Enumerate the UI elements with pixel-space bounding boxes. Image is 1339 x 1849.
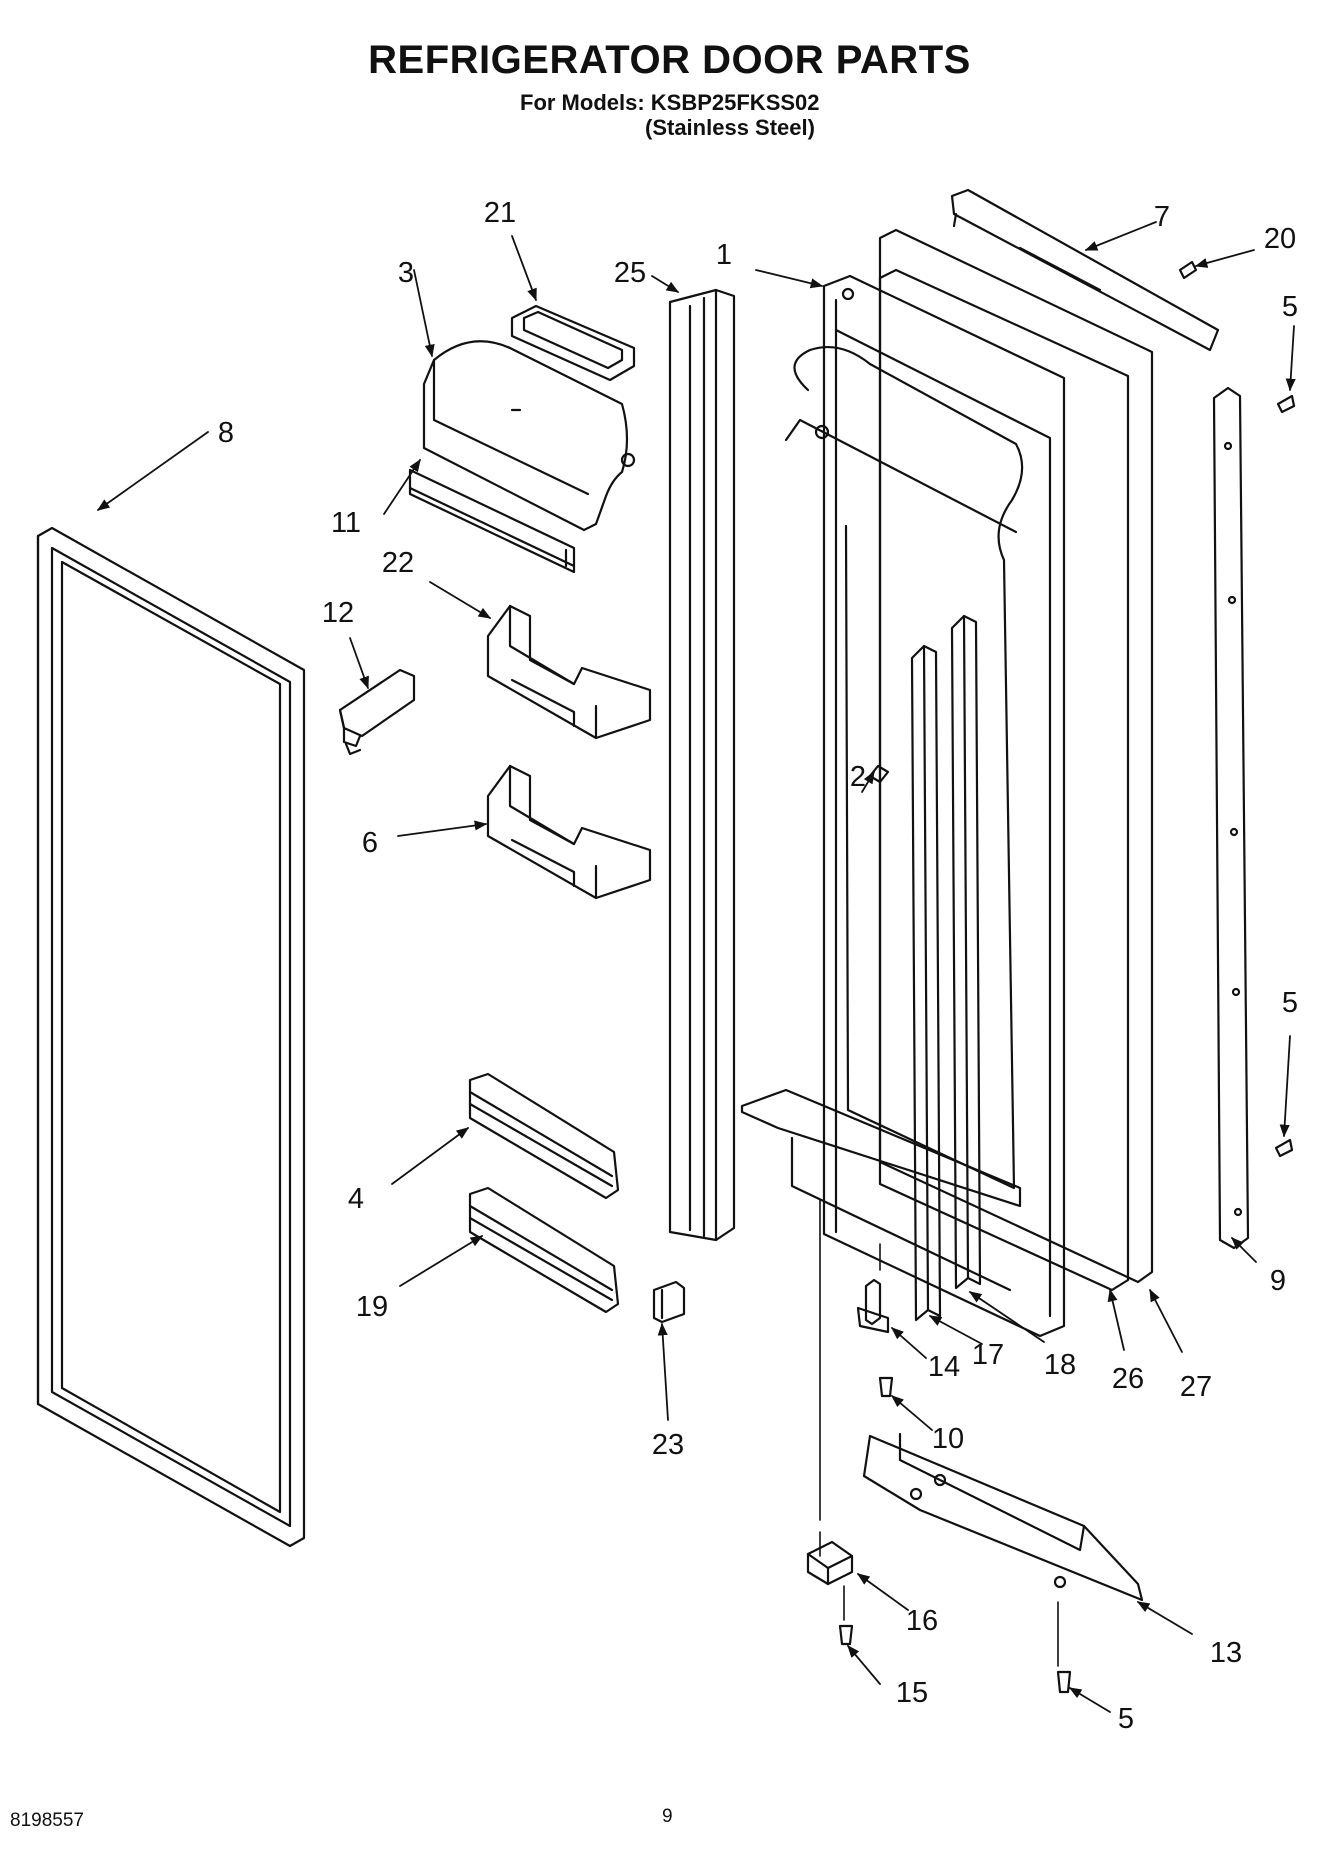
callout-9: 9 (1270, 1265, 1286, 1297)
part-top-trim (950, 188, 1220, 352)
callout-22: 22 (382, 547, 414, 579)
callout-15: 15 (896, 1677, 928, 1709)
part-hinge-pin (856, 1278, 890, 1334)
callout-25: 25 (614, 257, 646, 289)
part-screws (838, 260, 1296, 1694)
model-finish: (Stainless Steel) (645, 115, 815, 140)
model-info: For Models: KSBP25FKSS02 (Stainless Stee… (520, 90, 820, 140)
part-vertical-rail-right (950, 614, 982, 1290)
callout-14: 14 (928, 1351, 960, 1383)
leader-lines (96, 221, 1296, 1713)
callout-4: 4 (348, 1183, 364, 1215)
callout-20: 20 (1264, 223, 1296, 255)
part-door-frame-inner (878, 268, 1130, 1292)
part-small-bracket (652, 1280, 686, 1324)
part-number: 8198557 (10, 1810, 84, 1831)
callout-16: 16 (906, 1605, 938, 1637)
page-title: REFRIGERATOR DOOR PARTS (368, 38, 971, 82)
part-shelf-rail-lower (468, 1186, 620, 1314)
callout-26: 26 (1112, 1363, 1144, 1395)
part-handle-trim (1212, 386, 1250, 1250)
part-trim-strip (408, 468, 576, 574)
callout-13: 13 (1210, 1637, 1242, 1669)
part-tray (510, 304, 636, 382)
part-door-liner (740, 274, 1066, 1338)
callout-5: 5 (1282, 987, 1298, 1019)
callout-21: 21 (484, 197, 516, 229)
page-number: 9 (662, 1806, 673, 1827)
callout-8: 8 (218, 417, 234, 449)
part-door-gasket (36, 526, 306, 1548)
part-vertical-rail-left (910, 644, 942, 1322)
callout-27: 27 (1180, 1371, 1212, 1403)
part-dairy-compartment (422, 340, 636, 532)
callout-11: 11 (331, 507, 361, 539)
part-side-channel (668, 288, 736, 1242)
part-door-frame-outer (878, 228, 1154, 1284)
callout-1: 1 (716, 239, 732, 271)
callout-18: 18 (1044, 1349, 1076, 1381)
callout-7: 7 (1154, 201, 1170, 233)
part-hinge-block (806, 1540, 854, 1586)
model-number: For Models: KSBP25FKSS02 (520, 90, 820, 115)
callout-5: 5 (1118, 1703, 1134, 1735)
callout-labels: 8 21 3 25 1 7 20 5 11 22 12 6 2 5 4 19 2… (218, 197, 1298, 1735)
callout-19: 19 (356, 1291, 388, 1323)
part-clip (338, 668, 416, 756)
part-door-bin-upper (486, 604, 652, 740)
part-door-bin-lower (486, 764, 652, 900)
guide-lines (819, 1199, 1059, 1667)
part-bottom-hinge-bracket (862, 1432, 1144, 1602)
callout-12: 12 (322, 597, 354, 629)
part-shelf-rail-upper (468, 1072, 620, 1200)
callout-10: 10 (932, 1423, 964, 1455)
callout-23: 23 (652, 1429, 684, 1461)
callout-2: 2 (850, 761, 866, 793)
callout-3: 3 (398, 257, 414, 289)
callout-5: 5 (1282, 291, 1298, 323)
callout-17: 17 (972, 1339, 1004, 1371)
callout-6: 6 (362, 827, 378, 859)
